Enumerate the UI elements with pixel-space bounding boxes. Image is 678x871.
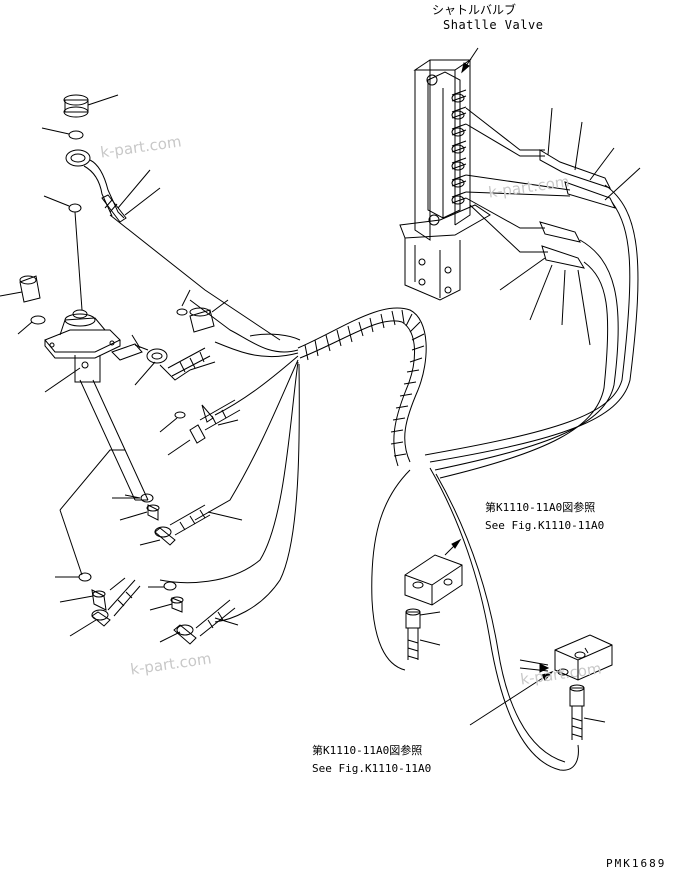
reference-label-top-jp: 第K1110-11A0図参照 (485, 501, 596, 514)
spiral-hose-bundle (298, 308, 426, 466)
ref-leader-bottom (470, 672, 552, 725)
reference-label-bottom-en: See Fig.K1110-11A0 (312, 762, 432, 775)
control-lever-assembly (0, 95, 160, 500)
return-hoses (425, 185, 638, 478)
shuttle-valve-label-en: Shatlle Valve (443, 18, 544, 32)
shuttle-valve-assembly (400, 48, 490, 300)
left-hose-runs (110, 215, 300, 622)
shuttle-valve-label-jp: シャトルバルブ (432, 3, 517, 17)
reference-label-top-en: See Fig.K1110-11A0 (485, 519, 605, 532)
valve-block-lower (520, 635, 612, 740)
drawing-code: PMK1689 (606, 857, 667, 870)
reference-label-bottom-jp: 第K1110-11A0図参照 (312, 744, 423, 757)
valve-fittings (452, 90, 466, 204)
valve-block-upper (405, 540, 462, 660)
left-small-parts (55, 290, 242, 644)
valve-hoses (466, 108, 640, 345)
lower-hose-runs (372, 468, 579, 770)
